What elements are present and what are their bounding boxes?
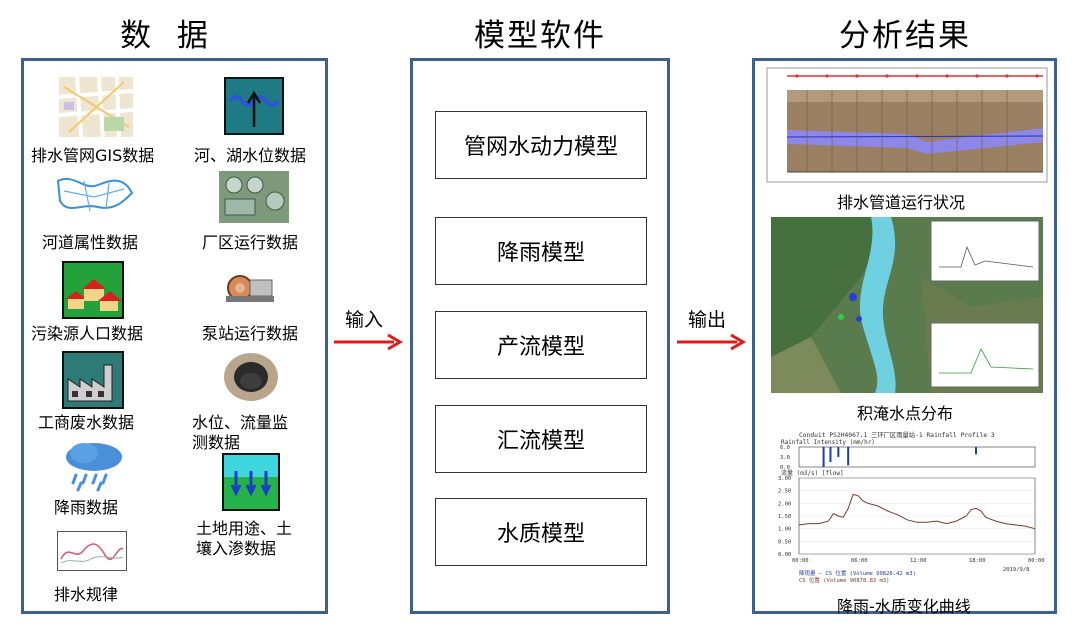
infiltration-icon [222,453,280,511]
curve-chart-icon [57,531,127,571]
land-label-line1: 土地用途、土 [196,519,293,538]
flow-y-tick: 3.00 [778,476,791,482]
river-attr-label: 河道属性数据 [42,233,139,252]
result-panel: 排水管道运行状况 积淹水点分布 Conduit PS2H4067.1 三环厂区雨… [752,58,1057,616]
rain-cloud-icon [66,443,122,492]
x-tick-label: 12:00 [910,558,927,564]
result-header: 分析结果 [839,18,971,54]
rain-bar [847,447,850,466]
chart-title: Conduit PS2H4067.1 三环厂区雨量站-1 Rainfall Pr… [799,430,995,439]
chart-legend-2: CS 位置 (Volume 90878.83 m3) [799,576,889,584]
quality-caption: 降雨-水质变化曲线 [837,597,971,616]
chart-legend-1: 降雨量 — CS 位置 (Volume 90826.42 m3) [799,569,916,577]
manhole-icon [224,353,278,401]
pump-label: 泵站运行数据 [202,324,299,343]
pollution-label: 污染源人口数据 [31,324,144,343]
input-label: 输入 [345,309,384,331]
factory-icon [62,351,124,409]
rain-bar [829,447,832,462]
model-header: 模型软件 [474,18,606,54]
rain-bar [975,447,977,455]
x-tick-label: 00:00 [1028,558,1045,564]
flow-y-tick: 0.50 [778,539,791,545]
rain-bar [822,447,825,467]
rain-label: 降雨数据 [54,498,119,517]
industrial-label: 工商废水数据 [38,413,135,432]
houses-icon [62,261,124,319]
flow-y-tick: 1.50 [778,514,791,520]
model-box-rain: 降雨模型 [435,217,647,285]
water-level-icon [224,77,284,135]
chart-date: 2019/9/8 [1003,567,1030,573]
model-box-quality: 水质模型 [435,498,647,566]
flood-map-image [771,217,1043,393]
model-box-confluence: 汇流模型 [435,405,647,473]
land-label-line2: 壤入渗数据 [196,539,277,558]
river-level-label: 河、湖水位数据 [194,146,307,165]
x-tick-label: 18:00 [969,558,986,564]
monitor-label-line2: 测数据 [192,433,241,452]
model-panel: 管网水动力模型 降雨模型 产流模型 汇流模型 水质模型 [410,58,670,614]
gis-data-label: 排水管网GIS数据 [31,146,155,165]
rain-y-tick: 6.0 [780,445,790,451]
quality-chart: Conduit PS2H4067.1 三环厂区雨量站-1 Rainfall Pr… [777,429,1045,585]
gis-map-icon [58,76,134,138]
chart-flow-subtitle: 流量 (m3/s) [flow] [781,469,844,477]
flow-y-tick: 2.00 [778,501,791,507]
rain-y-tick: 3.0 [780,455,790,461]
x-tick-label: 06:00 [851,558,868,564]
pump-icon [226,275,274,302]
x-tick-label: 00:00 [792,558,809,564]
river-network-icon [56,178,134,212]
chart-rain-subtitle: Rainfall Intensity (mm/hr) [781,439,875,446]
output-label: 输出 [688,309,727,331]
pipe-profile-image [766,67,1048,183]
monitor-label: 水位、流量监 测数据 [192,413,288,453]
rain-y-tick: 0.0 [780,465,790,471]
plant-aerial-icon [219,171,289,223]
pipe-caption: 排水管道运行状况 [837,193,966,212]
data-panel: 排水管网GIS数据 河、湖水位数据 河道属性数据 厂区运行数据 污染源人口数据 … [21,58,328,614]
flow-y-tick: 2.50 [778,489,791,495]
output-arrow-icon [677,333,746,351]
flow-y-tick: 0.00 [778,552,791,558]
monitor-label-line1: 水位、流量监 [192,413,289,432]
flood-caption: 积淹水点分布 [857,404,954,423]
model-box-pipe: 管网水动力模型 [435,111,647,179]
plant-label: 厂区运行数据 [202,233,299,252]
data-header: 数 据 [120,18,210,54]
flow-series-line [798,493,1036,530]
land-label: 土地用途、土 壤入渗数据 [196,519,292,559]
input-arrow-icon [334,333,403,351]
drain-law-label: 排水规律 [54,585,119,604]
model-box-runoff: 产流模型 [435,311,647,379]
rain-bar [837,447,840,457]
flow-y-tick: 1.00 [778,527,791,533]
